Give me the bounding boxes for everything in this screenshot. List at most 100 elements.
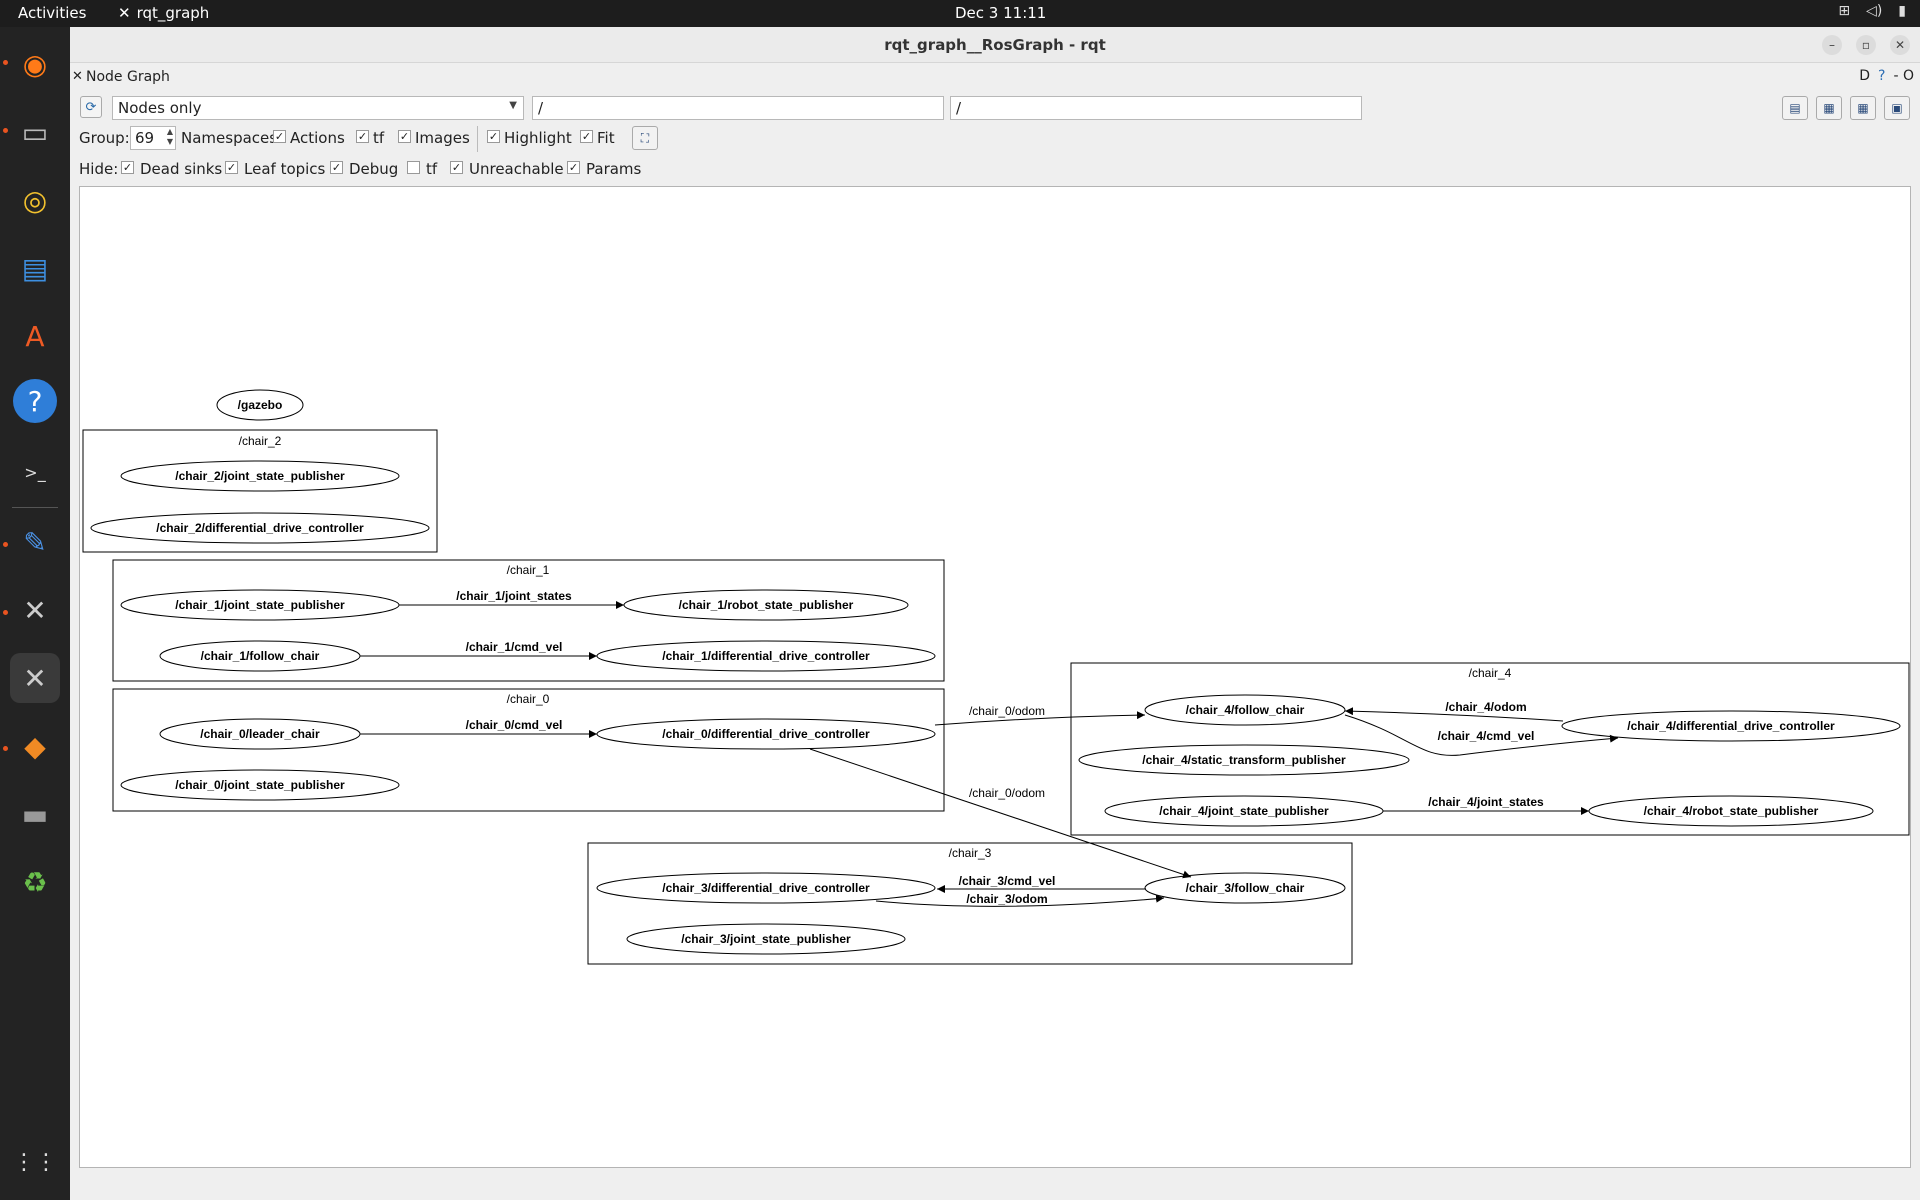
system-tray[interactable]: ⊞ ◁) ▮ bbox=[1838, 3, 1906, 19]
graph-canvas[interactable]: /gazebo /chair_2 /chair_2/joint_state_pu… bbox=[79, 186, 1911, 1168]
debug-checkbox[interactable]: ✓ bbox=[330, 161, 343, 174]
drive-icon[interactable]: ▬ bbox=[21, 797, 49, 831]
activities-button[interactable]: Activities bbox=[18, 4, 87, 22]
fit-checkbox[interactable]: ✓ bbox=[580, 130, 593, 143]
rhythmbox-icon[interactable]: ◎ bbox=[22, 183, 48, 217]
app-menu-label: rqt_graph bbox=[136, 4, 210, 22]
node-label: /chair_3/joint_state_publisher bbox=[681, 932, 851, 946]
fit-in-view-button[interactable]: ⛶ bbox=[632, 126, 658, 150]
plugin-icon: ✕ bbox=[72, 69, 83, 84]
minimize-button[interactable]: – bbox=[1822, 35, 1842, 55]
group-label: Group: bbox=[79, 129, 130, 147]
running-indicator bbox=[3, 60, 8, 65]
params-label: Params bbox=[586, 160, 642, 178]
node-chair2-jsp[interactable] bbox=[120, 460, 400, 492]
window-titlebar[interactable]: rqt_graph__RosGraph - rqt – ▫ ✕ bbox=[70, 27, 1920, 63]
hide-label: Hide: bbox=[79, 160, 119, 178]
close-button[interactable]: ✕ bbox=[1890, 35, 1910, 55]
firefox-icon[interactable]: ◉ bbox=[22, 47, 48, 81]
tf-hide-checkbox[interactable] bbox=[407, 161, 420, 174]
toolbar-row: ⟳ Nodes only ▼ / / ▤ ▦ ▦ ▣ bbox=[70, 96, 1920, 122]
help-icon[interactable]: ? bbox=[1878, 68, 1886, 84]
edge-label: /chair_4/joint_states bbox=[1428, 795, 1544, 809]
tools-icon: ✕ bbox=[118, 4, 131, 22]
save-dot-button[interactable]: ▦ bbox=[1816, 96, 1842, 120]
namespace-chair-0 bbox=[112, 688, 945, 812]
plugin-close-button[interactable]: - O bbox=[1893, 68, 1914, 84]
save-svg-button[interactable]: ▦ bbox=[1850, 96, 1876, 120]
edge bbox=[809, 748, 1192, 879]
node-label: /chair_0/leader_chair bbox=[200, 727, 320, 741]
edge bbox=[875, 894, 1165, 907]
refresh-button[interactable]: ⟳ bbox=[80, 96, 102, 118]
namespace-label: /chair_2 bbox=[239, 434, 282, 448]
plugin-dock-button[interactable]: D bbox=[1859, 68, 1871, 84]
images-checkbox[interactable]: ✓ bbox=[398, 130, 411, 143]
node-chair2-ddc[interactable] bbox=[90, 512, 430, 544]
writer-icon[interactable]: ▤ bbox=[21, 251, 49, 285]
unreachable-label: Unreachable bbox=[469, 160, 564, 178]
node-chair4-stp[interactable] bbox=[1078, 744, 1410, 776]
group-spinbox[interactable]: 69 ▲▼ bbox=[130, 126, 176, 150]
files-icon[interactable]: ▭ bbox=[21, 115, 49, 149]
graph-mode-select[interactable]: Nodes only ▼ bbox=[112, 96, 524, 120]
namespace-label: /chair_1 bbox=[507, 563, 550, 577]
tf-hide-label: tf bbox=[426, 160, 438, 178]
edge-label: /chair_3/odom bbox=[966, 892, 1047, 906]
show-apps-icon[interactable]: ⋮⋮ bbox=[13, 1149, 57, 1175]
node-chair3-ddc[interactable] bbox=[596, 872, 936, 904]
highlight-checkbox[interactable]: ✓ bbox=[487, 130, 500, 143]
node-chair0-jsp[interactable] bbox=[120, 769, 400, 801]
node-label: /chair_1/follow_chair bbox=[201, 649, 320, 663]
edge-label: /chair_1/cmd_vel bbox=[466, 640, 563, 654]
trash-icon[interactable]: ♻ bbox=[22, 865, 48, 899]
save-image-button[interactable]: ▣ bbox=[1884, 96, 1910, 120]
spin-arrows-icon[interactable]: ▲▼ bbox=[166, 127, 173, 146]
node-chair3-jsp[interactable] bbox=[626, 923, 906, 955]
namespace-chair-2 bbox=[82, 429, 438, 553]
node-label: /chair_1/robot_state_publisher bbox=[679, 598, 854, 612]
rqt-icon[interactable]: ✕ bbox=[23, 593, 47, 627]
dock-separator bbox=[12, 507, 58, 508]
node-label: /chair_4/robot_state_publisher bbox=[1644, 804, 1819, 818]
help-icon[interactable]: ? bbox=[13, 379, 57, 423]
save-icon: ▦ bbox=[1857, 101, 1869, 115]
namespace-label: /chair_3 bbox=[949, 846, 992, 860]
actions-checkbox[interactable]: ✓ bbox=[273, 130, 286, 143]
installer-icon[interactable]: ◆ bbox=[24, 729, 46, 763]
rqt-icon[interactable]: ✕ bbox=[10, 653, 60, 703]
namespace-label: /chair_0 bbox=[507, 692, 550, 706]
text-editor-icon[interactable]: ✎ bbox=[23, 525, 47, 559]
tf-group-checkbox[interactable]: ✓ bbox=[356, 130, 369, 143]
leaf-topics-checkbox[interactable]: ✓ bbox=[225, 161, 238, 174]
params-checkbox[interactable]: ✓ bbox=[567, 161, 580, 174]
system-top-bar: Activities ✕ rqt_graph Dec 3 11:11 ⊞ ◁) … bbox=[0, 0, 1920, 27]
app-center-icon[interactable]: A bbox=[25, 319, 45, 353]
edge bbox=[934, 711, 1146, 726]
node-label: /chair_4/joint_state_publisher bbox=[1159, 804, 1329, 818]
running-indicator bbox=[3, 746, 8, 751]
window-title: rqt_graph__RosGraph - rqt bbox=[884, 36, 1106, 54]
terminal-icon[interactable]: >_ bbox=[24, 462, 46, 482]
dead-sinks-checkbox[interactable]: ✓ bbox=[121, 161, 134, 174]
fit-label: Fit bbox=[597, 129, 615, 147]
node-label: /gazebo bbox=[238, 398, 283, 412]
app-menu[interactable]: ✕ rqt_graph bbox=[118, 4, 209, 22]
node-chair3-follow[interactable] bbox=[1144, 872, 1346, 904]
node-label: /chair_1/joint_state_publisher bbox=[175, 598, 345, 612]
load-dot-button[interactable]: ▤ bbox=[1782, 96, 1808, 120]
clock[interactable]: Dec 3 11:11 bbox=[955, 4, 1047, 22]
topic-filter-input[interactable]: / bbox=[950, 96, 1362, 120]
node-gazebo[interactable] bbox=[216, 389, 304, 421]
node-filter-input[interactable]: / bbox=[532, 96, 944, 120]
node-chair4-ddc[interactable] bbox=[1561, 710, 1901, 742]
hide-row: Hide: ✓ Dead sinks ✓ Leaf topics ✓ Debug… bbox=[70, 157, 1920, 183]
running-indicator bbox=[3, 128, 8, 133]
debug-label: Debug bbox=[349, 160, 399, 178]
unreachable-checkbox[interactable]: ✓ bbox=[450, 161, 463, 174]
edge-label: /chair_0/cmd_vel bbox=[466, 718, 563, 732]
node-label: /chair_4/differential_drive_controller bbox=[1627, 719, 1835, 733]
node-label: /chair_4/follow_chair bbox=[1186, 703, 1305, 717]
images-label: Images bbox=[415, 129, 470, 147]
maximize-button[interactable]: ▫ bbox=[1856, 35, 1876, 55]
